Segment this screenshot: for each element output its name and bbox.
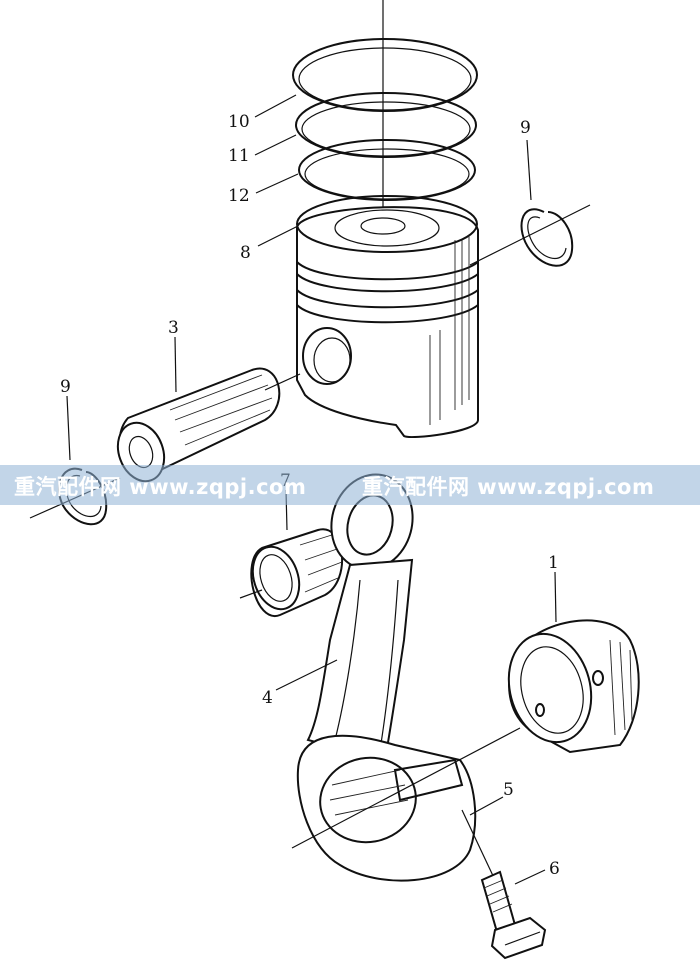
circlip-right [469,204,591,267]
callout-9-left: 9 [60,377,71,397]
callout-12: 12 [228,186,250,206]
callout-4: 4 [262,688,273,708]
callout-1: 1 [548,553,559,573]
connecting-rod-bolt [461,809,547,960]
big-end-bearing [507,619,640,754]
watermark-text-left: 重汽配件网 www.zqpj.com [14,475,306,499]
callout-6: 6 [549,859,560,879]
watermark-band [0,465,700,505]
connecting-rod [291,473,521,882]
callout-8: 8 [240,243,251,263]
callout-10: 10 [228,112,250,132]
piston [296,195,479,439]
callout-3: 3 [168,318,179,338]
watermark-text-right: 重汽配件网 www.zqpj.com [362,475,654,499]
callout-5: 5 [503,780,514,800]
piston-ring-10 [292,38,478,112]
piston-ring-12 [298,139,476,201]
callout-11: 11 [228,146,250,166]
small-end-bushing [239,528,344,617]
callout-9-right: 9 [520,118,531,138]
leader-lines [66,94,557,885]
piston-ring-11 [295,92,477,158]
